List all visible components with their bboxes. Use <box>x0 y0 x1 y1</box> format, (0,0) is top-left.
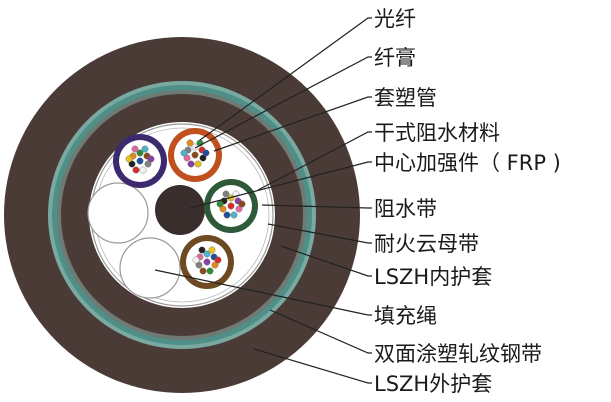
optical-fiber <box>191 151 199 159</box>
leader-line-fiber-gel <box>194 56 372 149</box>
optical-fiber <box>223 211 231 219</box>
optical-fiber <box>230 211 238 219</box>
leader-line-steel-tape <box>269 309 372 354</box>
leader-line-mica-tape <box>267 223 372 244</box>
optical-fiber <box>132 166 140 174</box>
optical-fiber <box>227 202 235 210</box>
optical-fiber <box>206 267 214 275</box>
label-strength-member: 中心加强件（ FRP ) <box>374 151 561 175</box>
label-mica-tape: 耐火云母带 <box>374 232 479 256</box>
optical-fiber <box>194 160 202 168</box>
optical-fiber <box>131 145 139 153</box>
label-dry-water-block: 干式阻水材料 <box>374 121 500 145</box>
optical-fiber <box>144 160 152 168</box>
optical-fiber <box>214 256 222 264</box>
optical-fiber <box>202 149 210 157</box>
optical-fiber <box>208 246 216 254</box>
optical-fiber <box>192 256 200 264</box>
optical-fiber <box>141 145 149 153</box>
leader-line-outer-sheath <box>253 348 372 384</box>
optical-fiber <box>147 155 155 163</box>
leader-line-strength-member <box>189 161 372 209</box>
leader-line-water-blocking-tape <box>261 204 372 209</box>
optical-fiber <box>186 139 194 147</box>
filler-rope-bottom <box>119 237 181 299</box>
label-steel-tape: 双面涂塑轧纹钢带 <box>374 342 542 366</box>
filler-rope-left <box>87 182 149 244</box>
optical-fiber <box>191 143 199 151</box>
central-strength-member <box>155 185 205 235</box>
label-outer-sheath: LSZH外护套 <box>374 372 492 396</box>
optical-fiber <box>136 149 144 157</box>
optical-fiber <box>136 157 144 165</box>
label-fiber-gel: 纤膏 <box>374 46 416 70</box>
optical-fiber <box>222 190 230 198</box>
optical-fiber <box>203 250 211 258</box>
leader-line-dry-water-block <box>257 131 372 191</box>
label-fiber: 光纤 <box>374 7 416 31</box>
label-loose-tube: 套塑管 <box>374 86 437 110</box>
optical-fiber <box>235 205 243 213</box>
optical-fiber <box>128 160 136 168</box>
label-filler-rope: 填充绳 <box>374 304 437 328</box>
leader-line-loose-tube <box>213 96 372 152</box>
optical-fiber <box>211 261 219 269</box>
leader-lines <box>154 17 372 384</box>
optical-fiber <box>187 160 195 168</box>
leader-line-fiber <box>199 17 372 141</box>
leader-line-inner-sheath <box>280 245 372 277</box>
optical-fiber <box>195 261 203 269</box>
optical-fiber <box>180 149 188 157</box>
optical-fiber <box>219 205 227 213</box>
optical-fiber <box>125 155 133 163</box>
optical-fiber <box>199 154 207 162</box>
optical-fiber <box>203 258 211 266</box>
optical-fiber <box>198 246 206 254</box>
optical-fiber <box>139 166 147 174</box>
optical-fiber <box>183 154 191 162</box>
optical-fiber <box>216 200 224 208</box>
optical-fiber <box>238 200 246 208</box>
leader-line-filler-rope <box>154 269 372 316</box>
label-water-blocking-tape: 阻水带 <box>374 197 437 221</box>
optical-fiber <box>199 267 207 275</box>
optical-fibers <box>125 139 246 275</box>
label-inner-sheath: LSZH内护套 <box>374 265 492 289</box>
